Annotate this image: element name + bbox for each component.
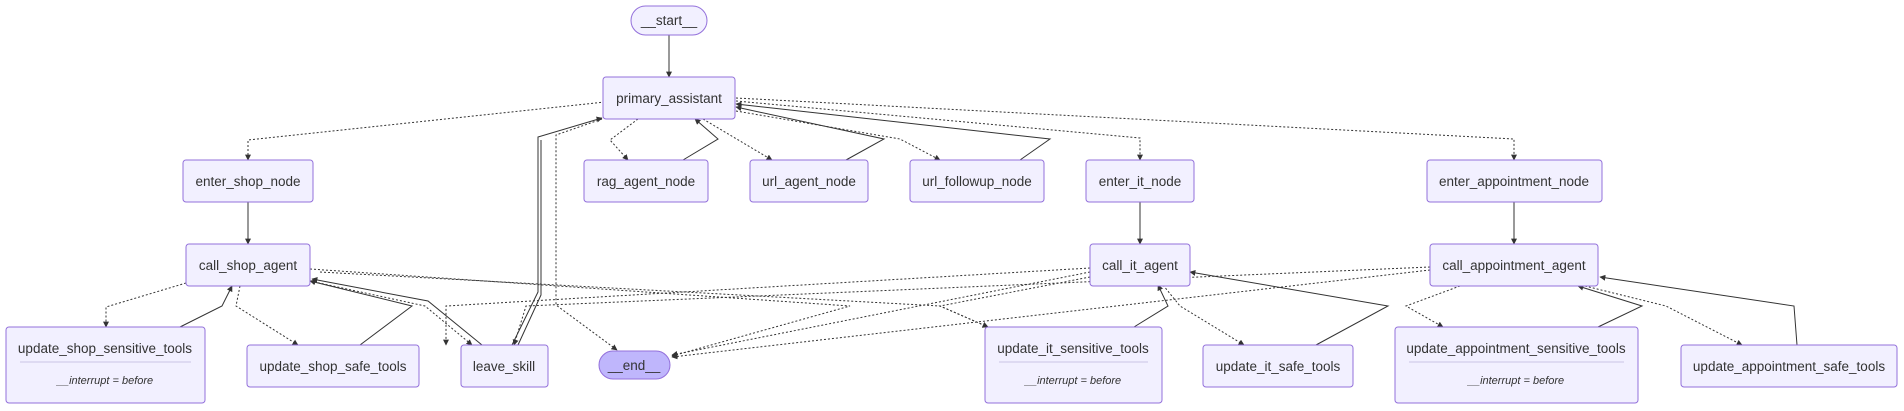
edge-call-appt-end bbox=[671, 269, 1431, 360]
node-update-appointment-safe-label: update_appointment_safe_tools bbox=[1693, 359, 1885, 374]
node-update-it-safe-label: update_it_safe_tools bbox=[1216, 359, 1341, 374]
edge-appt-safe-call-appt bbox=[1599, 274, 1798, 346]
edge-appt-sensitive-call-appt bbox=[1577, 284, 1644, 328]
node-enter-it[interactable]: enter_it_node bbox=[1085, 159, 1195, 203]
node-update-shop-safe[interactable]: update_shop_safe_tools bbox=[246, 344, 420, 388]
edges bbox=[103, 35, 1798, 360]
node-call-it-agent[interactable]: call_it_agent bbox=[1089, 243, 1191, 287]
edge-leave-primary-a bbox=[511, 116, 603, 346]
node-update-shop-sensitive[interactable]: update_shop_sensitive_tools __interrupt … bbox=[5, 326, 206, 404]
edge-call-it-leave bbox=[443, 267, 1091, 346]
node-call-it-agent-label: call_it_agent bbox=[1102, 258, 1178, 273]
node-leave-skill[interactable]: leave_skill bbox=[460, 344, 549, 388]
node-url-followup-label: url_followup_node bbox=[922, 174, 1032, 189]
node-enter-shop[interactable]: enter_shop_node bbox=[182, 159, 314, 203]
node-start[interactable]: __start__ bbox=[630, 5, 708, 36]
node-update-it-sensitive[interactable]: update_it_sensitive_tools __interrupt = … bbox=[984, 326, 1163, 404]
node-call-shop-agent[interactable]: call_shop_agent bbox=[185, 243, 311, 287]
node-enter-appointment[interactable]: enter_appointment_node bbox=[1426, 159, 1603, 203]
node-call-appointment-agent-label: call_appointment_agent bbox=[1442, 258, 1586, 273]
node-update-shop-safe-label: update_shop_safe_tools bbox=[259, 359, 406, 374]
node-update-appointment-sensitive-label: update_appointment_sensitive_tools bbox=[1406, 341, 1625, 356]
node-call-shop-agent-label: call_shop_agent bbox=[199, 258, 298, 273]
edge-primary-rag bbox=[609, 118, 639, 161]
node-primary-assistant-label: primary_assistant bbox=[616, 91, 722, 106]
edge-call-shop-leave bbox=[309, 280, 473, 346]
edge-call-appt-leave bbox=[512, 266, 1431, 346]
edge-it-sensitive-call-it bbox=[1133, 284, 1169, 328]
node-end[interactable]: __end__ bbox=[598, 350, 671, 380]
node-update-shop-sensitive-sub: __interrupt = before bbox=[56, 375, 153, 387]
node-update-it-safe[interactable]: update_it_safe_tools bbox=[1202, 344, 1354, 388]
edge-primary-enter-appointment bbox=[735, 97, 1517, 161]
node-url-agent-label: url_agent_node bbox=[762, 174, 856, 189]
node-update-shop-sensitive-label: update_shop_sensitive_tools bbox=[18, 341, 192, 356]
edge-shop-safe-call-shop bbox=[309, 279, 414, 346]
edge-call-appt-appt-safe bbox=[1584, 285, 1743, 346]
node-update-appointment-sensitive-sub: __interrupt = before bbox=[1467, 375, 1564, 387]
node-enter-shop-label: enter_shop_node bbox=[195, 174, 300, 189]
edge-leave-call-shop bbox=[311, 277, 483, 346]
edge-primary-end bbox=[555, 118, 618, 351]
node-rag-agent[interactable]: rag_agent_node bbox=[583, 159, 709, 203]
node-leave-skill-label: leave_skill bbox=[473, 359, 535, 374]
node-primary-assistant[interactable]: primary_assistant bbox=[602, 76, 736, 120]
edge-primary-url-followup bbox=[735, 110, 941, 161]
edge-call-appt-appt-sensitive bbox=[1404, 285, 1461, 328]
node-url-agent[interactable]: url_agent_node bbox=[749, 159, 869, 203]
node-update-it-sensitive-sub: __interrupt = before bbox=[1024, 375, 1121, 387]
edge-rag-primary bbox=[682, 118, 719, 161]
node-start-label: __start__ bbox=[640, 13, 698, 28]
nodes: __start__ primary_assistant enter_shop_n… bbox=[5, 5, 1898, 404]
edge-it-safe-call-it bbox=[1189, 269, 1390, 346]
edge-call-it-end bbox=[671, 271, 1091, 357]
node-call-appointment-agent[interactable]: call_appointment_agent bbox=[1429, 243, 1599, 287]
edge-leave-primary-b bbox=[517, 140, 542, 346]
node-update-appointment-sensitive[interactable]: update_appointment_sensitive_tools __int… bbox=[1394, 326, 1639, 404]
edge-call-shop-end bbox=[309, 268, 851, 358]
edge-url-followup-primary bbox=[735, 101, 1052, 161]
node-update-appointment-safe[interactable]: update_appointment_safe_tools bbox=[1680, 344, 1898, 388]
edge-call-it-it-sensitive bbox=[938, 276, 1091, 328]
edge-call-shop-shop-safe bbox=[235, 285, 299, 346]
edge-shop-sensitive-call-shop bbox=[179, 285, 233, 328]
edge-primary-enter-it bbox=[735, 100, 1143, 161]
node-rag-agent-label: rag_agent_node bbox=[597, 174, 695, 189]
edge-primary-enter-shop bbox=[245, 101, 606, 161]
node-end-label: __end__ bbox=[607, 358, 661, 373]
node-update-it-sensitive-label: update_it_sensitive_tools bbox=[997, 341, 1149, 356]
edge-url-agent-primary bbox=[735, 105, 886, 161]
node-url-followup[interactable]: url_followup_node bbox=[909, 159, 1045, 203]
edge-call-it-it-safe bbox=[1162, 284, 1245, 346]
edge-call-shop-shop-sensitive bbox=[103, 282, 187, 328]
node-enter-it-label: enter_it_node bbox=[1099, 174, 1182, 189]
edge-primary-url-agent bbox=[702, 118, 773, 161]
node-enter-appointment-label: enter_appointment_node bbox=[1439, 174, 1589, 189]
